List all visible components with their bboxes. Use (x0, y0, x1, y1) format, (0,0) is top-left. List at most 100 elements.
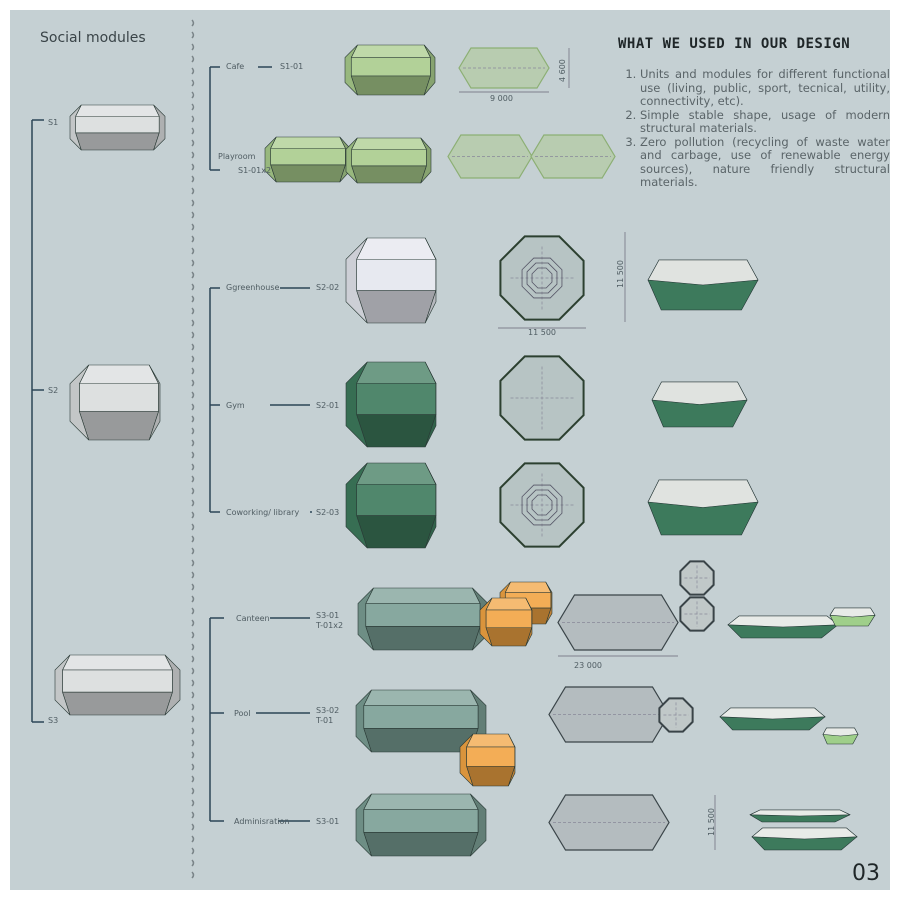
divider-mark (191, 751, 195, 759)
dimension-label: 11 500 (707, 808, 716, 836)
divider-mark (191, 463, 195, 471)
module-code: S2-02 (316, 283, 340, 292)
divider-mark (191, 319, 195, 327)
playroom-module-icon (264, 136, 351, 183)
divider-mark (191, 259, 195, 267)
divider-mark (191, 859, 195, 867)
group-label-s2: S2 (48, 386, 59, 395)
s3-module-icon (54, 654, 181, 716)
divider-mark (191, 67, 195, 75)
page-number: 03 (852, 861, 880, 886)
divider-mark (191, 103, 195, 111)
divider-mark (191, 715, 195, 723)
divider-mark (191, 487, 195, 495)
diagram-drawing (31, 19, 876, 879)
section-top (727, 615, 839, 628)
divider-mark (191, 379, 195, 387)
divider-mark (191, 91, 195, 99)
divider-mark (191, 823, 195, 831)
dimension-label: 11 500 (528, 328, 556, 337)
divider-mark (191, 667, 195, 675)
module-code: S3-01 (316, 611, 340, 620)
design-heading: WHAT WE USED IN OUR DESIGN (618, 36, 851, 52)
administration-module-icon (355, 793, 487, 857)
divider-mark (191, 403, 195, 411)
section-top (647, 259, 759, 286)
divider-mark (191, 775, 195, 783)
divider-mark (191, 295, 195, 303)
greenhouse-module-icon (345, 237, 437, 324)
canteen-module-icon (357, 587, 489, 651)
divider-mark (191, 787, 195, 795)
divider-mark (191, 115, 195, 123)
s1-module-icon (69, 104, 166, 151)
plan-ring (526, 489, 558, 521)
module-name: Playroom (218, 152, 256, 161)
module-code: S3-02 (316, 706, 340, 715)
playroom-module-icon (345, 137, 432, 184)
divider-mark (191, 847, 195, 855)
divider-mark (191, 763, 195, 771)
divider-mark (191, 163, 195, 171)
divider-mark (191, 475, 195, 483)
module-code: T-01x2 (316, 621, 344, 630)
divider-mark (191, 739, 195, 747)
module-name: Cafe (226, 62, 245, 71)
divider-mark (191, 547, 195, 555)
divider-mark (191, 523, 195, 531)
divider-mark (191, 619, 195, 627)
module-code: T-01 (316, 716, 334, 725)
module-code: S3-01 (316, 817, 340, 826)
section-top (647, 479, 759, 508)
divider-mark (191, 583, 195, 591)
divider-mark (191, 223, 195, 231)
dimension-label: 11 500 (616, 260, 625, 288)
module-name: Adminisration (234, 817, 290, 826)
divider-mark (191, 511, 195, 519)
divider-mark (191, 79, 195, 87)
module-name: Ggreenhouse (226, 283, 280, 292)
coworking-module-icon (345, 462, 437, 549)
divider-mark (191, 439, 195, 447)
divider-mark (191, 871, 195, 879)
divider-mark (191, 535, 195, 543)
design-point: Zero pollution (recycling of waste water… (640, 135, 890, 190)
design-point: Units and modules for different function… (640, 67, 890, 109)
module-code: S2-03 (316, 508, 340, 517)
design-points: Units and modules for different function… (620, 67, 890, 190)
plan-ring (526, 262, 558, 294)
section-top (822, 727, 859, 737)
section-top (829, 607, 876, 618)
divider-mark (191, 55, 195, 63)
divider-mark (191, 679, 195, 687)
module-code: S1-01x2 (238, 166, 272, 175)
plan-ring (521, 257, 563, 299)
divider-mark (191, 43, 195, 51)
divider-mark (191, 415, 195, 423)
technical-module-icon (459, 733, 516, 787)
divider-mark (191, 343, 195, 351)
divider-mark (191, 691, 195, 699)
divider-mark (191, 595, 195, 603)
divider-mark (191, 631, 195, 639)
divider-mark (191, 427, 195, 435)
page-title: Social modules (40, 30, 146, 46)
divider-mark (191, 811, 195, 819)
divider-mark (191, 643, 195, 651)
section-top (749, 809, 851, 817)
divider-mark (191, 151, 195, 159)
group-label-s3: S3 (48, 716, 59, 725)
gym-module-icon (345, 361, 437, 448)
design-point: Simple stable shape, usage of modern str… (640, 108, 890, 136)
divider-mark (191, 727, 195, 735)
divider-mark (191, 271, 195, 279)
module-code: S1-01 (280, 62, 304, 71)
divider-mark (191, 703, 195, 711)
section-top (719, 707, 826, 720)
module-name: Gym (226, 401, 245, 410)
divider-mark (191, 559, 195, 567)
module-code: S2-01 (316, 401, 340, 410)
technical-module-icon (479, 597, 533, 647)
plan-ring (521, 484, 563, 526)
divider-mark (191, 127, 195, 135)
